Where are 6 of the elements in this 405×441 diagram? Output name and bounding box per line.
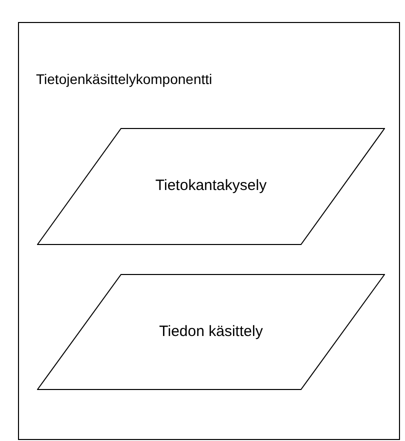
process-parallelogram: [37, 128, 385, 245]
process-label: Tiedon käsittely: [159, 322, 263, 342]
frame-heading: Tietojenkäsittelykomponentti: [36, 70, 212, 89]
component-frame: [18, 22, 400, 440]
process-parallelogram: [37, 274, 385, 390]
process-label: Tietokantakysely: [155, 176, 267, 196]
